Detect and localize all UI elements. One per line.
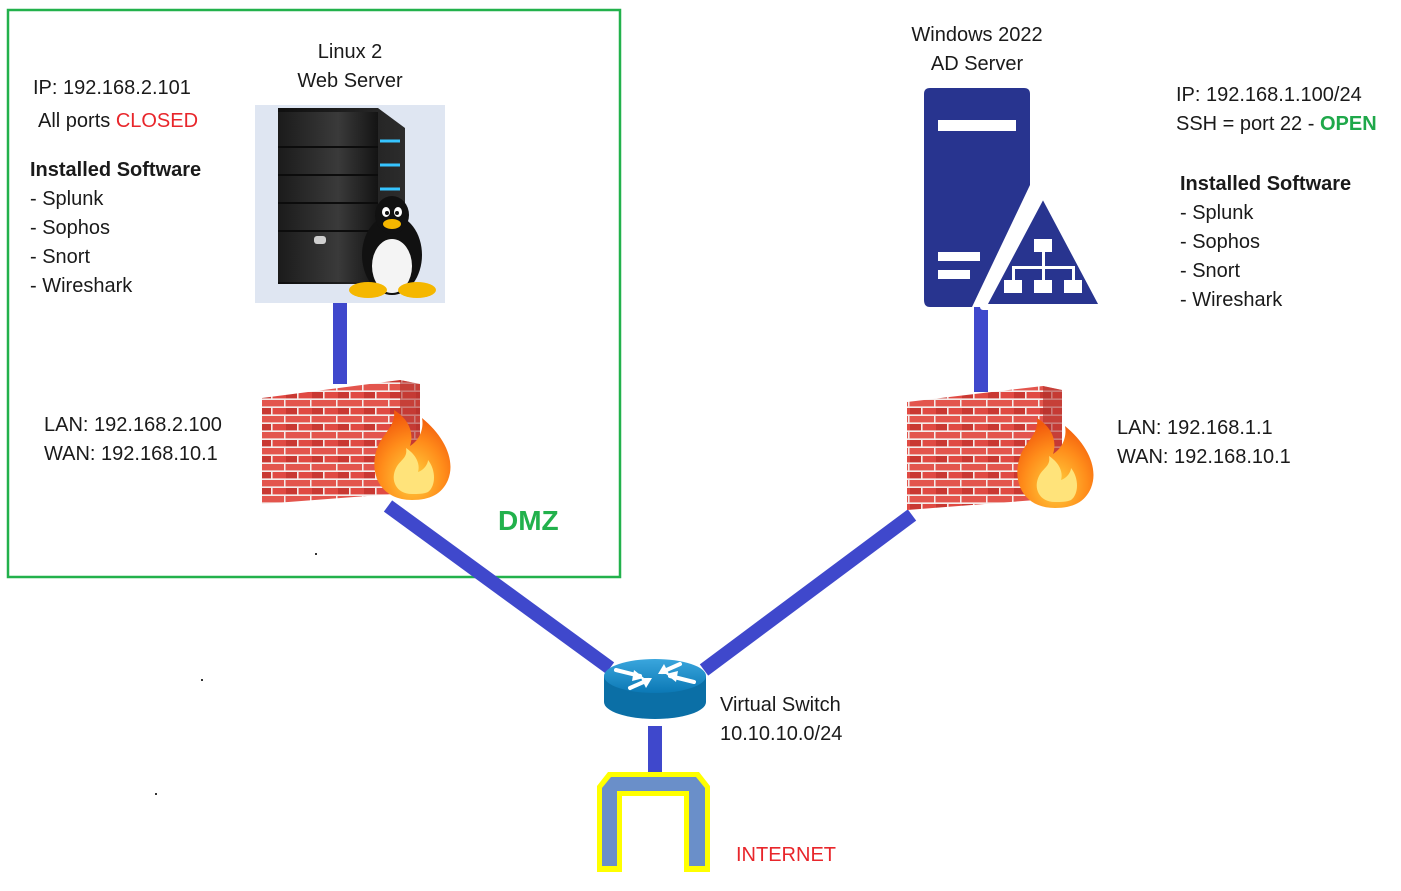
linux-software-item: - Splunk [30, 188, 104, 210]
link-internal-firewall-to-switch [699, 509, 917, 676]
dmz-firewall-addresses: LAN: 192.168.2.100 WAN: 192.168.10.1 [44, 411, 222, 469]
linux-software-heading: Installed Software [30, 159, 202, 181]
ad-ssh-status: SSH = port 22 - OPEN [1176, 110, 1377, 139]
linux-port-status: All ports CLOSED [38, 107, 198, 136]
ad-software-item: - Snort [1180, 260, 1241, 282]
router-icon [604, 659, 706, 719]
linux-title-line1: Linux 2 [317, 41, 383, 63]
ad-software-item: - Splunk [1180, 202, 1254, 224]
internal-firewall-icon [907, 386, 1094, 510]
ad-network-info: IP: 192.168.1.100/24 SSH = port 22 - OPE… [1176, 81, 1377, 139]
ad-server-icon [924, 88, 1106, 310]
ad-software-heading: Installed Software [1180, 173, 1352, 195]
switch-name: Virtual Switch [720, 694, 841, 716]
linux-server-icon [255, 105, 445, 303]
ad-title-line2: AD Server [930, 53, 1024, 75]
ad-software-list: Installed Software - Splunk - Sophos - S… [1180, 170, 1351, 315]
link-dmz-firewall-to-switch [383, 500, 615, 674]
ad-ip-address: IP: 192.168.1.100/24 [1176, 84, 1362, 106]
linux-software-item: - Wireshark [30, 275, 133, 297]
dmz-zone-border [6, 8, 622, 579]
linux-software-item: - Sophos [30, 217, 111, 239]
switch-subnet: 10.10.10.0/24 [720, 723, 843, 745]
speck-mark [155, 793, 157, 795]
linux-ports-prefix: All ports [38, 110, 116, 132]
linux-ip-address: IP: 192.168.2.101 [33, 77, 191, 99]
linux-ports-closed: CLOSED [115, 110, 199, 132]
dmz-zone-label: DMZ [498, 505, 559, 536]
ad-software-item: - Wireshark [1180, 289, 1283, 311]
ad-ssh-prefix: SSH = port 22 - [1176, 113, 1320, 135]
internal-firewall-lan: LAN: 192.168.1.1 [1117, 417, 1273, 439]
dmz-firewall-wan: WAN: 192.168.10.1 [44, 443, 218, 465]
dmz-firewall-icon [262, 380, 451, 504]
network-links [333, 302, 988, 772]
linux-server-title: Linux 2 Web Server [270, 38, 430, 96]
ad-server-title: Windows 2022 AD Server [892, 21, 1062, 79]
internal-firewall-addresses: LAN: 192.168.1.1 WAN: 192.168.10.1 [1117, 414, 1291, 472]
ad-software-item: - Sophos [1180, 231, 1261, 253]
virtual-switch-label: Virtual Switch 10.10.10.0/24 [720, 691, 842, 749]
ad-ssh-open: OPEN [1319, 113, 1377, 135]
internal-firewall-wan: WAN: 192.168.10.1 [1117, 446, 1291, 468]
speck-mark [201, 679, 203, 681]
speck-mark [315, 553, 317, 555]
linux-software-list: Installed Software - Splunk - Sophos - S… [30, 156, 201, 301]
dmz-firewall-lan: LAN: 192.168.2.100 [44, 414, 222, 436]
linux-software-item: - Snort [30, 246, 91, 268]
internet-gateway-icon [597, 772, 710, 872]
ad-title-line1: Windows 2022 [911, 24, 1043, 46]
linux-title-line2: Web Server [297, 70, 403, 92]
internet-label: INTERNET [736, 844, 836, 866]
